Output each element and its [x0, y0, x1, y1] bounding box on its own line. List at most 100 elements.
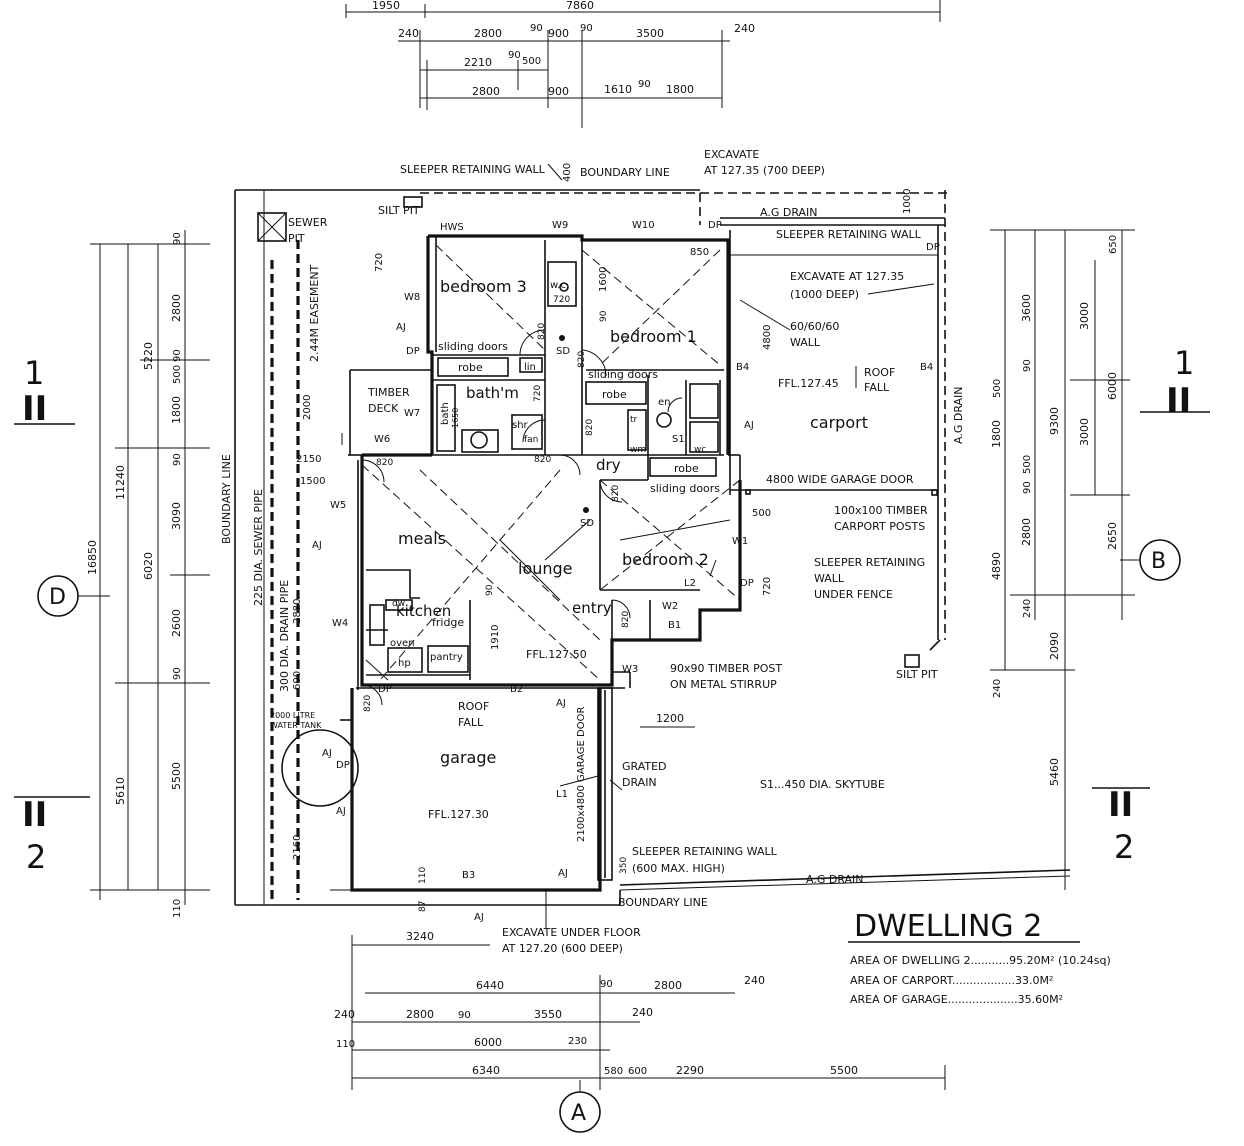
door-swings	[361, 329, 683, 706]
fixture-robe-2: robe	[602, 388, 627, 401]
roof-lines	[361, 244, 741, 681]
tag-dp-2: DP	[708, 220, 722, 231]
note-roof-fall-garage-2: FALL	[458, 716, 484, 729]
fixture-bath: bath	[440, 402, 451, 425]
dim-90-b1: 90	[600, 979, 613, 990]
dim-2090: 2090	[1048, 632, 1061, 660]
fixture-oven: oven	[390, 638, 415, 649]
dim-3000-b: 3000	[1078, 418, 1091, 446]
dim-820-f: 820	[363, 695, 373, 712]
tag-w1: W1	[732, 536, 748, 547]
building-walls	[340, 230, 742, 892]
dim-90-l3: 90	[172, 453, 183, 466]
tag-w10: W10	[632, 220, 655, 231]
dim-90-l2: 90	[172, 349, 183, 362]
dim-720-in: 720	[533, 385, 543, 402]
fixture-trough: tr	[630, 415, 638, 425]
tag-dp-5: DP	[336, 760, 350, 771]
dim-6020: 6020	[142, 552, 155, 580]
dim-1910: 1910	[490, 625, 501, 650]
dim-5460: 5460	[1048, 758, 1061, 786]
fixture-fridge: fridge	[432, 616, 464, 629]
note-boundary-bottom: BOUNDARY LINE	[618, 896, 708, 909]
dim-6340: 6340	[472, 1064, 500, 1077]
note-roof-fall-garage-1: ROOF	[458, 700, 489, 713]
top-dimensions: 1950 7860 240 2800 90 900 90 3500 240 22…	[345, 0, 941, 128]
dim-110-l2: 110	[418, 867, 428, 884]
dim-240-b: 240	[734, 22, 755, 35]
dim-3600: 3600	[1020, 294, 1033, 322]
tag-w2: W2	[662, 601, 678, 612]
notes: SLEEPER RETAINING WALL BOUNDARY LINE EXC…	[220, 148, 965, 955]
note-ag-drain-vertical: A.G DRAIN	[952, 386, 965, 444]
note-silt-pit: SILT PIT	[378, 204, 420, 217]
dim-90-r2: 90	[1022, 481, 1033, 494]
dim-820-d: 820	[611, 485, 621, 502]
dim-110-l: 110	[172, 899, 183, 918]
dim-90-a: 90	[530, 23, 543, 34]
dim-6440: 6440	[476, 979, 504, 992]
dim-16850: 16850	[86, 540, 99, 575]
fixture-wc: w.c	[550, 280, 566, 291]
room-bathroom: bath'm	[466, 384, 519, 402]
dim-500-r1: 500	[992, 379, 1003, 398]
note-easement: 2.44M EASEMENT	[308, 264, 321, 362]
dim-2650: 2650	[1106, 522, 1119, 550]
fixture-ensuite: en	[658, 397, 671, 408]
dim-1000: 1000	[902, 189, 913, 214]
dim-7860: 7860	[566, 0, 594, 12]
fixture-shower: shr	[512, 420, 529, 431]
room-garage: garage	[440, 748, 496, 767]
fixture-bath-size: 1650	[451, 408, 460, 428]
note-sleeper-top: SLEEPER RETAINING WALL	[400, 163, 546, 176]
note-sleeper-fence-3: UNDER FENCE	[814, 588, 893, 601]
tag-aj-4: AJ	[336, 806, 346, 817]
note-sewer-pit-2: PIT	[288, 232, 305, 245]
dim-2000-l: 2000	[302, 395, 313, 420]
note-roof-fall-1: ROOF	[864, 366, 895, 379]
dim-500-l: 500	[172, 365, 183, 384]
tag-aj-7: AJ	[474, 912, 484, 923]
tag-aj-2: AJ	[312, 540, 322, 551]
dim-2150-l: 2150	[296, 454, 321, 465]
area-garage: AREA OF GARAGE....................35.60M…	[850, 993, 1063, 1006]
room-bedroom2: bedroom 2	[622, 550, 709, 569]
marker-a: A	[571, 1101, 586, 1126]
tag-l2: L2	[684, 578, 696, 589]
dim-1800-r: 1800	[990, 420, 1003, 448]
fixture-washing-machine: wm	[630, 445, 646, 455]
dim-240-r2: 240	[992, 679, 1003, 698]
room-meals: meals	[398, 529, 446, 548]
note-wall-2: WALL	[790, 336, 821, 349]
dim-87-l: 87	[418, 901, 428, 912]
fixture-labels: robe robe robe lin w.c shr fan bath 1650…	[390, 280, 706, 669]
tag-aj-6: AJ	[558, 868, 568, 879]
note-excavate-floor-1: EXCAVATE UNDER FLOOR	[502, 926, 641, 939]
note-sewer-pipe: 225 DIA. SEWER PIPE	[252, 489, 265, 606]
note-timber-post-1: 90x90 TIMBER POST	[670, 662, 782, 675]
room-labels: bedroom 3 bedroom 1 bedroom 2 bath'm mea…	[367, 277, 868, 767]
fixture-robe-3: robe	[674, 462, 699, 475]
dim-350: 350	[619, 857, 629, 874]
note-grated-drain-2: DRAIN	[622, 776, 657, 789]
tag-w5: W5	[330, 500, 346, 511]
note-water-tank-1: 2000 LITRE	[270, 711, 315, 720]
dim-240-r1: 240	[1022, 599, 1033, 618]
note-ag-drain-bottom: A.G DRAIN	[806, 873, 864, 886]
dim-820-g: 820	[376, 458, 393, 468]
grid-markers: D B A	[37, 539, 1181, 1133]
dim-90-l1: 90	[172, 232, 183, 245]
dim-3090: 3090	[170, 502, 183, 530]
fixture-wc-2: wc	[694, 445, 706, 455]
room-bedroom3: bedroom 3	[440, 277, 527, 296]
dim-90-in2: 90	[485, 584, 495, 596]
note-timber-post-2: ON METAL STIRRUP	[670, 678, 777, 691]
note-ag-drain: A.G DRAIN	[760, 206, 818, 219]
area-carport: AREA OF CARPORT..................33.0M²	[850, 974, 1053, 987]
dim-720-l: 720	[374, 253, 385, 272]
tag-w4: W4	[332, 618, 348, 629]
fixture-skytube: S1	[672, 434, 685, 445]
section-1-right-mark: II	[1166, 381, 1191, 421]
marker-d: D	[49, 585, 66, 610]
dim-2210: 2210	[464, 56, 492, 69]
